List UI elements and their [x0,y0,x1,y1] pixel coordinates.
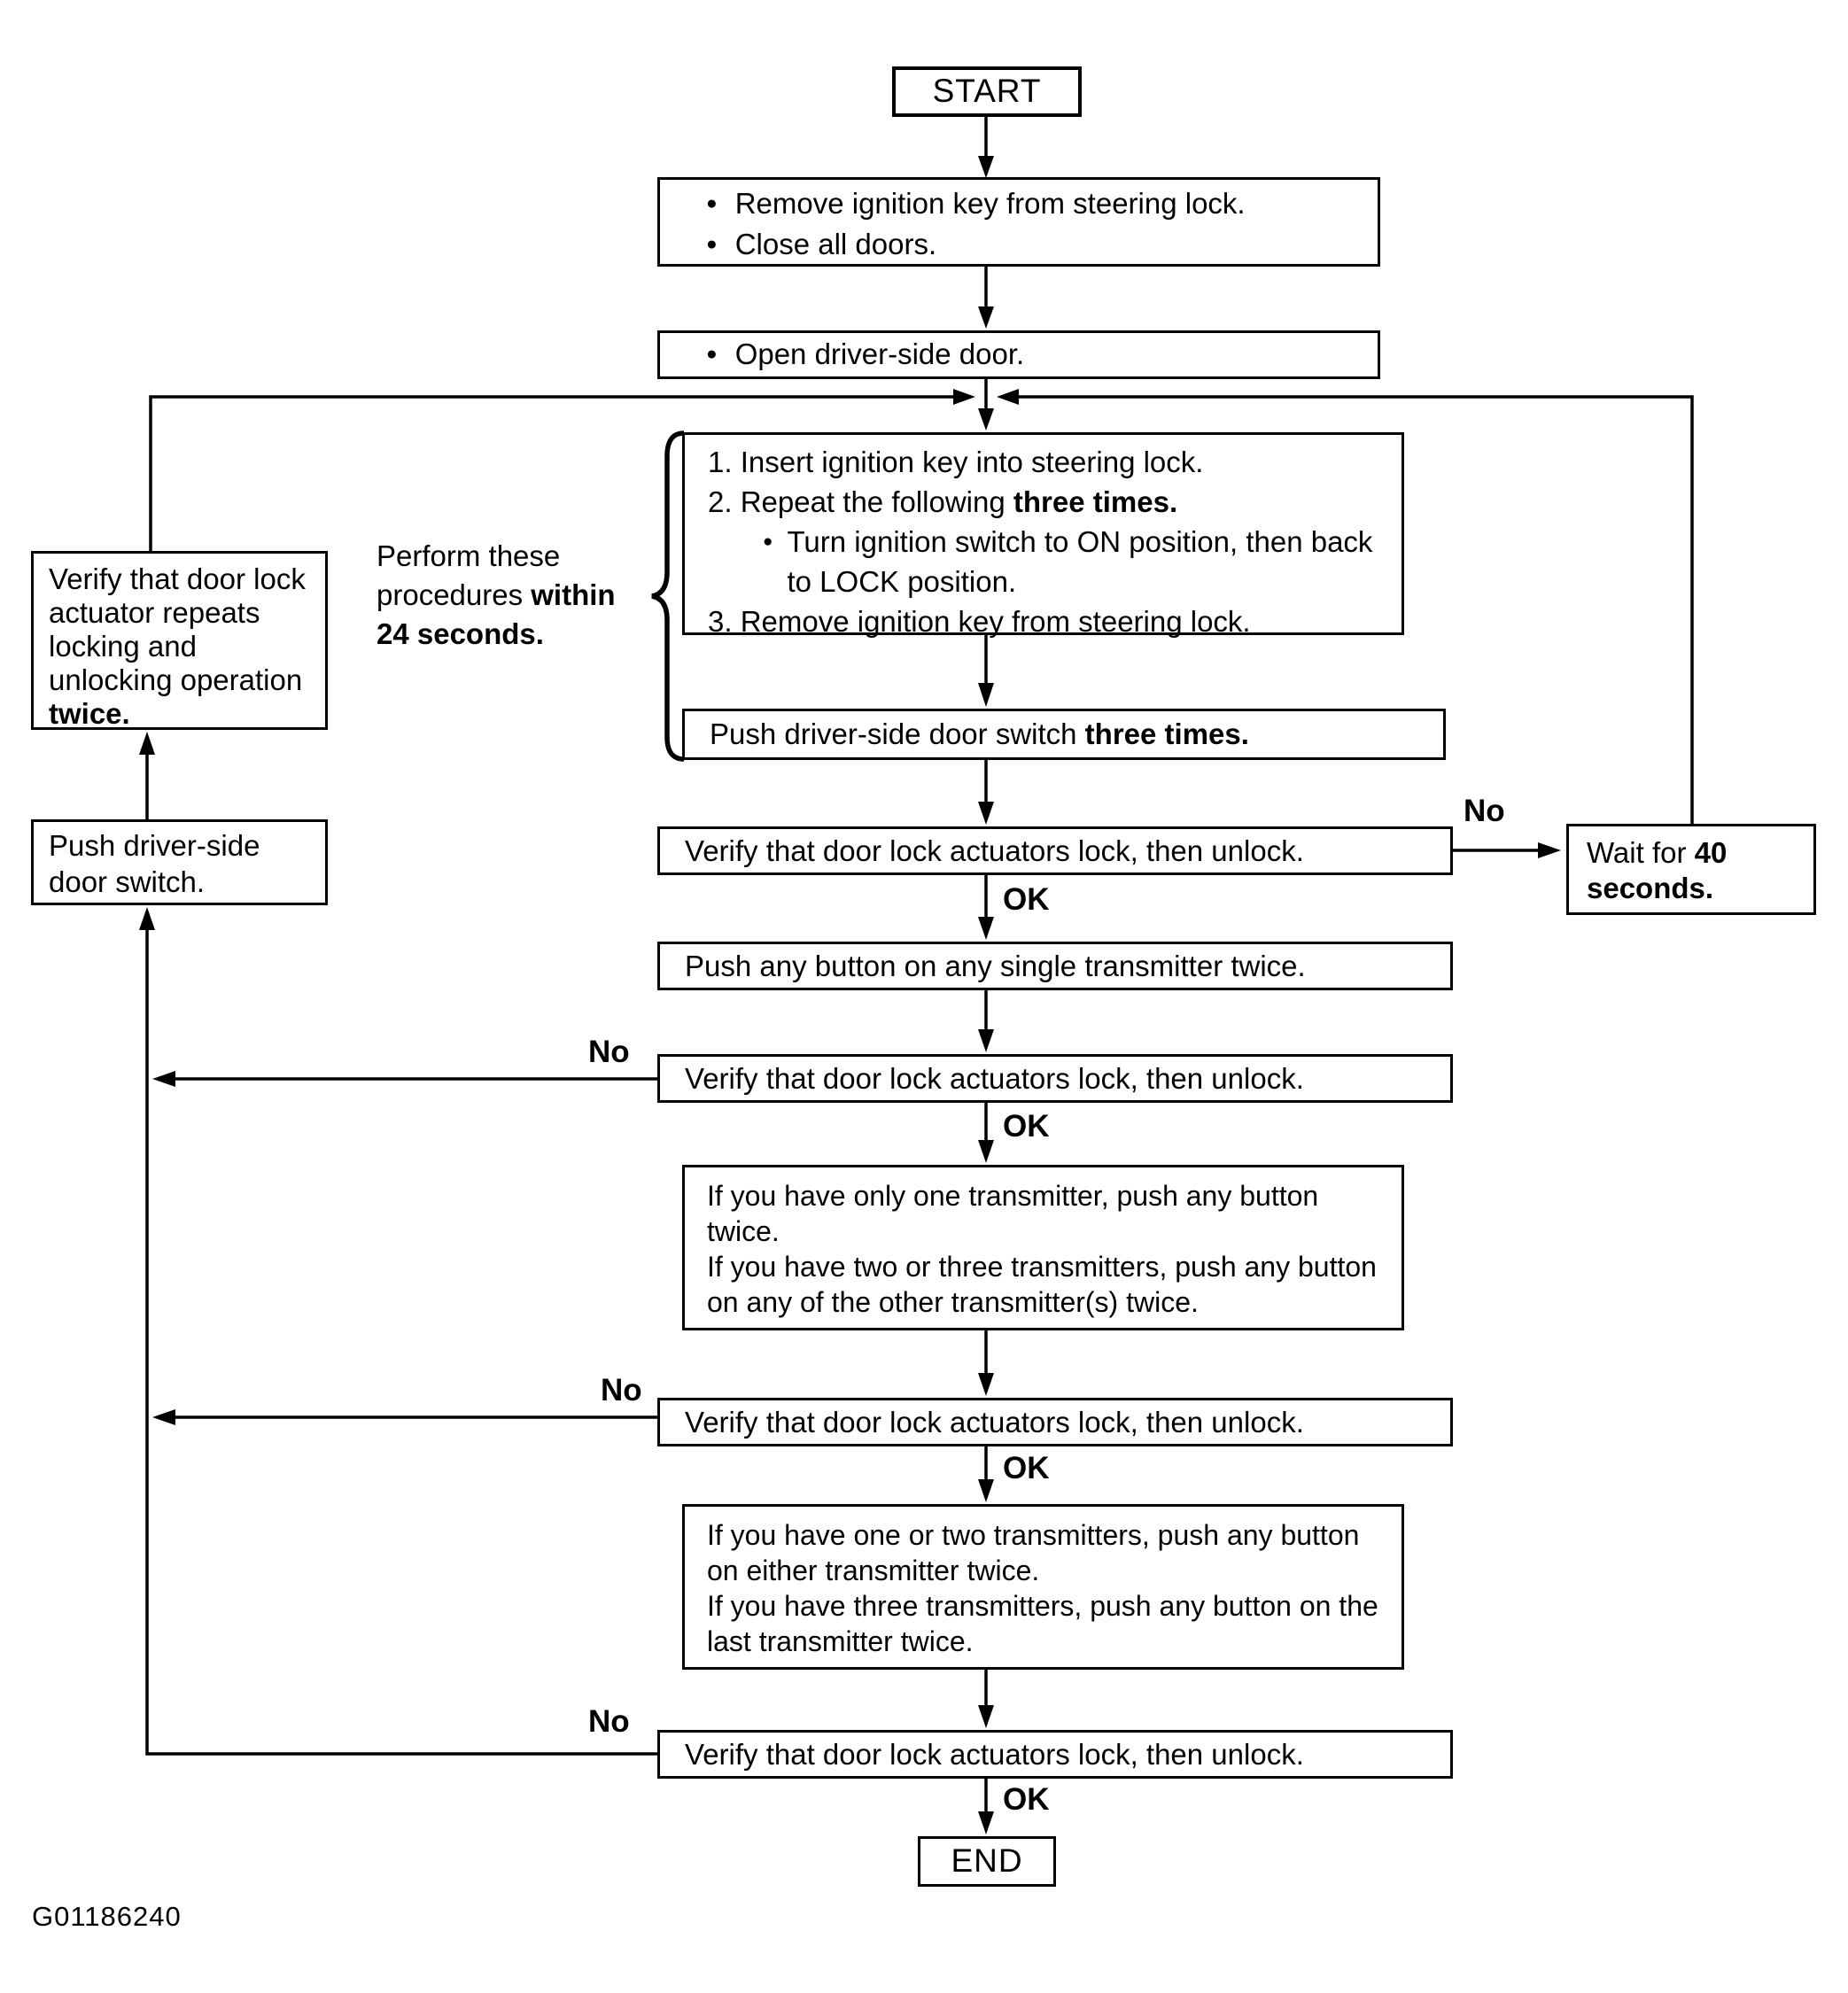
arrowhead [978,1705,994,1728]
push-door-switch-node: Push driver-side door switch. [31,819,328,905]
bullet-icon: ● [706,344,718,364]
no-label-2: No [588,1035,630,1069]
end-node: END [918,1836,1056,1887]
ok-label-4: OK [1003,1782,1050,1817]
open-door-bullet: ● Open driver-side door. [706,334,1378,375]
ok-label-2: OK [1003,1109,1050,1144]
start-node: START [892,66,1082,117]
loop-wait-return [1019,395,1694,824]
end-label: END [951,1842,1023,1880]
figure-id: G01186240 [32,1901,182,1932]
ok-label-1: OK [1003,882,1050,917]
arrowhead [139,907,155,930]
arrowhead [997,389,1019,405]
no-label-1: No [1464,794,1505,828]
transmitters-other-node: If you have one or two transmitters, pus… [682,1504,1404,1670]
bullet-icon: ● [763,532,773,551]
prep-bullet-2: ● Close all doors. [706,224,1378,265]
open-door-node: ● Open driver-side door. [657,330,1380,379]
procedure-step-2-sub: ● Turn ignition switch to ON position, t… [763,522,1378,601]
arrowhead [978,802,994,825]
prep-node: ● Remove ignition key from steering lock… [657,177,1380,267]
push-any-single-node: Push any button on any single transmitte… [657,942,1453,990]
verify-node-4: Verify that door lock actuators lock, th… [657,1730,1453,1779]
ok-label-3: OK [1003,1451,1050,1485]
start-label: START [932,73,1042,110]
arrowhead [978,917,994,940]
arrowhead [152,1409,175,1425]
wait-node: Wait for 40 seconds. [1566,824,1816,915]
arrowhead [978,306,994,329]
arrowhead [139,732,155,755]
no-line-verify4-up-to-pushswitch [145,930,657,1756]
procedure-node: 1. Insert ignition key into steering loc… [682,432,1404,638]
arrowhead [978,1479,994,1502]
arrowhead [953,389,975,405]
verify-node-3: Verify that door lock actuators lock, th… [657,1398,1453,1446]
verify-node-2: Verify that door lock actuators lock, th… [657,1054,1453,1103]
push-switch-three-node: Push driver-side door switch three times… [682,709,1446,760]
no-label-3: No [601,1373,642,1408]
arrowhead [978,1811,994,1834]
verify-node-1: Verify that door lock actuators lock, th… [657,826,1453,875]
arrowhead [978,1140,994,1163]
procedure-step-2: 2. Repeat the following three times. [708,485,1178,518]
arrowhead [978,1373,994,1396]
bullet-icon: ● [706,234,718,254]
bullet-icon: ● [706,193,718,213]
transmitters-first-node: If you have only one transmitter, push a… [682,1165,1404,1330]
arrowhead [978,1029,994,1052]
arrowhead [978,408,994,430]
brace-24-seconds [651,430,685,762]
procedure-step-1: 1. Insert ignition key into steering loc… [708,446,1204,478]
procedure-step-3: 3. Remove ignition key from steering loc… [708,605,1251,638]
arrowhead [152,1071,175,1087]
timing-note: Perform these procedures within 24 secon… [377,539,616,650]
arrowhead [1538,842,1561,858]
no-label-4: No [588,1704,630,1739]
loop-left-return [149,395,953,551]
verify-repeat-node: Verify that door lock actuator repeats l… [31,551,328,730]
prep-bullet-1: ● Remove ignition key from steering lock… [706,183,1378,224]
arrowhead [978,683,994,707]
arrowhead [978,156,994,178]
